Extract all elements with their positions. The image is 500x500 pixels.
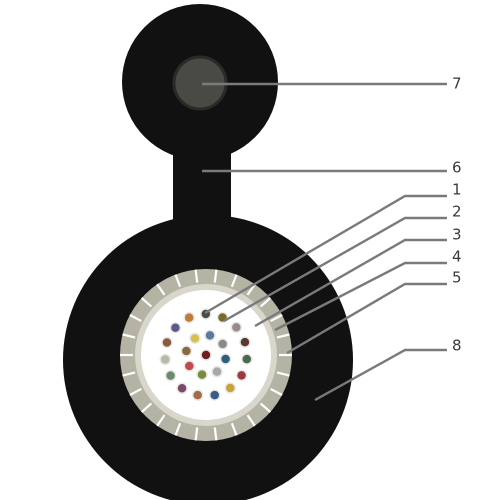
optical-fiber (183, 360, 196, 372)
ring-gap (270, 314, 283, 323)
optical-fiber (204, 329, 216, 342)
callout-label-3: 3 (452, 226, 462, 244)
ring-gap (122, 333, 136, 339)
callout-label-2: 2 (452, 203, 462, 221)
ring-gap (276, 371, 290, 377)
optical-fiber (211, 365, 223, 378)
optical-fiber (180, 345, 193, 357)
ring-gap (122, 371, 136, 377)
optical-fiber (208, 389, 221, 401)
leader-line-5 (286, 282, 447, 355)
optical-fiber (241, 353, 253, 365)
optical-fiber (189, 332, 201, 345)
ring-gaps (120, 269, 292, 441)
ring-gap (270, 387, 283, 396)
optical-fiber (224, 382, 237, 394)
optical-fiber (164, 369, 177, 382)
callout-label-5: 5 (452, 269, 462, 287)
callout-label-1: 1 (452, 181, 462, 199)
ring-gap (276, 333, 290, 339)
leader-line-1 (204, 194, 447, 315)
optical-fiber (159, 353, 171, 366)
ring-gap (213, 269, 218, 283)
ring-gap (156, 283, 166, 296)
ring-gap (140, 402, 153, 413)
ring-gap (259, 402, 272, 413)
callout-label-7: 7 (452, 75, 462, 93)
callout-label-4: 4 (452, 248, 462, 266)
leader-line-2 (223, 216, 447, 323)
optical-fiber (196, 368, 208, 381)
fiber-bundle (159, 308, 253, 401)
optical-fiber (169, 321, 182, 334)
callout-label-8: 8 (452, 337, 462, 355)
ring-gap (140, 297, 153, 308)
ring-gap (174, 274, 182, 288)
optical-fiber (219, 353, 232, 365)
leader-line-3 (254, 238, 447, 328)
callout-label-6: 6 (452, 159, 462, 177)
ring-gap (259, 297, 272, 308)
optical-fiber (216, 338, 229, 350)
optical-fiber (161, 336, 173, 349)
optical-fiber (176, 382, 188, 395)
ring-gap (129, 314, 142, 323)
optical-fiber (235, 369, 248, 382)
leader-line-8 (314, 348, 447, 402)
ring-gap (213, 427, 218, 441)
ring-gap (246, 414, 256, 427)
optical-fiber (200, 349, 212, 361)
ring-gap (174, 422, 182, 436)
ring-gap (129, 387, 142, 396)
ring-gap (230, 274, 238, 288)
ring-gap (194, 427, 199, 441)
leader-line-4 (274, 261, 447, 332)
optical-fiber (239, 336, 251, 348)
optical-fiber (183, 311, 195, 324)
ring-gap (246, 283, 256, 296)
ring-gap (194, 269, 199, 283)
optical-fiber (191, 389, 204, 401)
optical-fiber (230, 321, 243, 334)
ring-gap (230, 422, 238, 436)
ring-gap (156, 414, 166, 427)
